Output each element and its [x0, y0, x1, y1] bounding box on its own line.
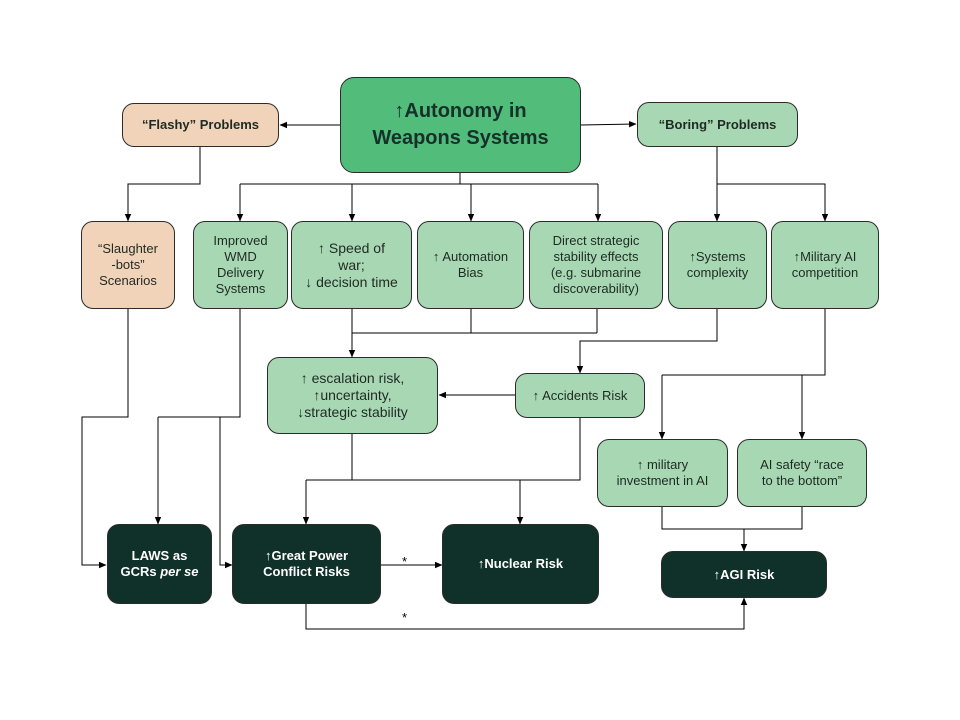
- node-speed-of-war: ↑ Speed of war; ↓ decision time: [291, 221, 412, 309]
- edge-label-star-top: *: [402, 554, 408, 569]
- edge-title-bus: [240, 173, 598, 185]
- node-autonomy-title: ↑Autonomy in Weapons Systems: [340, 77, 581, 173]
- node-military-investment: ↑ military investment in AI: [597, 439, 728, 507]
- node-agi-risk: ↑AGI Risk: [661, 551, 827, 598]
- edge-wmd-branch: [158, 309, 241, 418]
- node-escalation-risk: ↑ escalation risk, ↑uncertainty, ↓strate…: [267, 357, 438, 434]
- edge-slaughterbots-to-laws: [81, 309, 129, 569]
- node-flashy-problems: “Flashy” Problems: [122, 103, 279, 147]
- edge-greatpower-to-agi: [305, 597, 748, 630]
- node-accidents-risk: ↑ Accidents Risk: [515, 373, 645, 418]
- node-systems-complexity: ↑Systems complexity: [668, 221, 767, 309]
- node-race-to-bottom: AI safety “race to the bottom”: [737, 439, 867, 507]
- node-great-power-conflict: ↑Great Power Conflict Risks: [232, 524, 381, 604]
- node-automation-bias: ↑ Automation Bias: [417, 221, 524, 309]
- node-boring-problems: “Boring” Problems: [637, 102, 798, 147]
- edge-accidents-down: [352, 417, 581, 481]
- laws-label-emphasis: per se: [160, 564, 199, 579]
- edge-wmd-to-greatpower: [219, 417, 233, 569]
- edge-military-ai-split: [662, 309, 826, 376]
- node-nuclear-risk: ↑Nuclear Risk: [442, 524, 599, 604]
- edge-speed-auto-direct-to-escalation: [351, 309, 598, 357]
- edge-boring-to-military-ai: [717, 183, 829, 222]
- edge-flashy-to-slaughterbots: [124, 147, 201, 222]
- edge-systems-to-accidents: [576, 309, 718, 374]
- edge-investment-race-merge: [661, 507, 803, 530]
- node-wmd-delivery: Improved WMD Delivery Systems: [193, 221, 288, 309]
- edge-escalation-down: [306, 433, 353, 481]
- node-laws-gcrs: LAWS as GCRs per se: [107, 524, 212, 604]
- node-military-ai-competition: ↑Military AI competition: [771, 221, 879, 309]
- laws-label: LAWS as GCRs per se: [120, 548, 198, 580]
- node-slaughterbots: “Slaughter -bots” Scenarios: [81, 221, 175, 309]
- node-direct-strategic-stability: Direct strategic stability effects (e.g.…: [529, 221, 663, 309]
- laws-label-main: LAWS as GCRs: [120, 548, 188, 579]
- edge-title-to-boring: [580, 120, 637, 128]
- edge-label-star-bottom: *: [402, 610, 408, 625]
